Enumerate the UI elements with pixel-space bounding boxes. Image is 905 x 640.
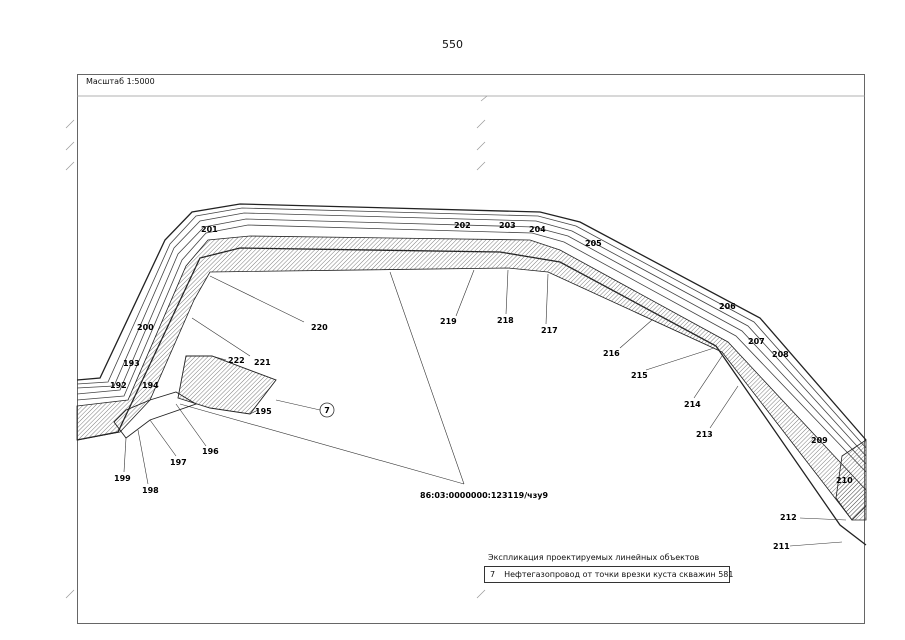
point-195: 195: [255, 407, 272, 416]
point-219: 219: [440, 317, 457, 326]
legend-title: Экспликация проектируемых линейных объек…: [488, 553, 700, 562]
leader-lines: [123, 269, 847, 547]
frame-ticks: [65, 95, 865, 599]
legend-item-text: Нефтегазопровод от точки врезки куста ск…: [504, 570, 734, 579]
point-217: 217: [541, 326, 558, 335]
pipeline-strip-east: [835, 439, 867, 521]
scale-label: Масштаб 1:5000: [86, 77, 155, 86]
point-213: 213: [696, 430, 713, 439]
page-number: 550: [442, 38, 463, 51]
point-209: 209: [811, 436, 828, 445]
point-199: 199: [114, 474, 131, 483]
point-210: 210: [836, 476, 853, 485]
point-207: 207: [748, 337, 765, 346]
point-212: 212: [780, 513, 797, 522]
point-196: 196: [202, 447, 219, 456]
point-204: 204: [529, 225, 546, 234]
point-218: 218: [497, 316, 514, 325]
legend-item: 7 Нефтегазопровод от точки врезки куста …: [484, 566, 734, 583]
legend-item-number: 7: [490, 570, 496, 579]
point-216: 216: [603, 349, 620, 358]
point-193: 193: [123, 359, 140, 368]
point-211: 211: [773, 542, 790, 551]
point-labels: 192 193 194 195 196 197 198 199 200 201 …: [110, 221, 853, 551]
object-marker-circle: [319, 402, 335, 418]
point-214: 214: [684, 400, 701, 409]
point-220: 220: [311, 323, 328, 332]
point-205: 205: [585, 239, 602, 248]
point-202: 202: [454, 221, 471, 230]
parcel-cadastral-label: 86:03:0000000:123119/чзу9: [420, 491, 549, 500]
point-221: 221: [254, 358, 271, 367]
point-194: 194: [142, 381, 159, 390]
point-192: 192: [110, 381, 127, 390]
point-198: 198: [142, 486, 159, 495]
corridor-inner-lines: [76, 207, 867, 473]
point-206: 206: [719, 302, 736, 311]
point-203: 203: [499, 221, 516, 230]
branch-edge: [113, 391, 198, 439]
point-197: 197: [170, 458, 187, 467]
point-222: 222: [228, 356, 245, 365]
point-201: 201: [201, 225, 218, 234]
point-215: 215: [631, 371, 648, 380]
point-208: 208: [772, 350, 789, 359]
point-200: 200: [137, 323, 154, 332]
map-frame: [77, 74, 865, 624]
object-marker-label: 7: [324, 406, 330, 415]
